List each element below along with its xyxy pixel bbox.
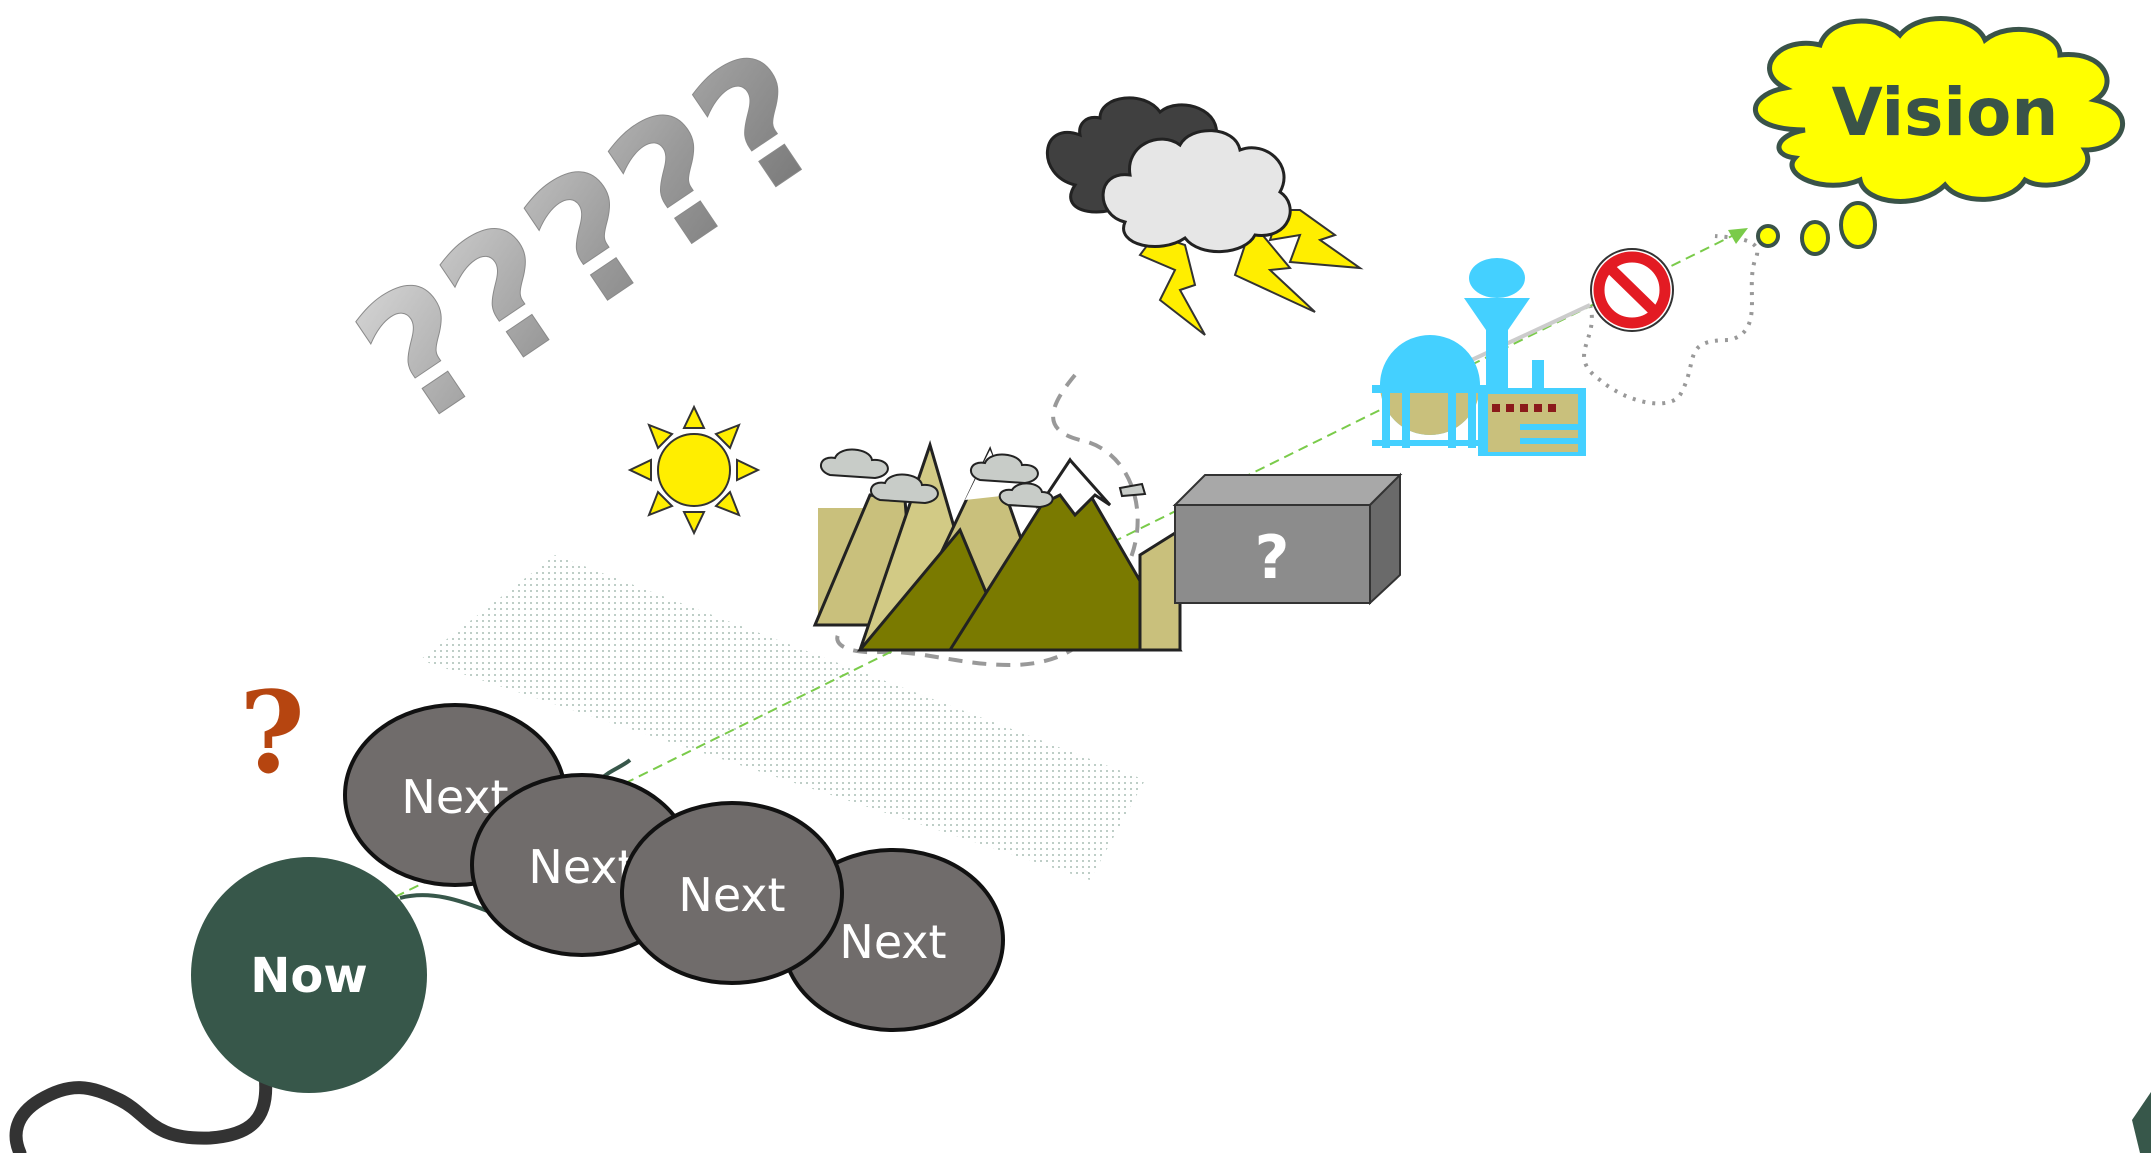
now-label: Now — [250, 948, 368, 1004]
big-question-marks: ????? — [325, 13, 859, 465]
no-entry-icon — [1591, 249, 1673, 331]
box-icon: ? — [1175, 475, 1400, 603]
storm-cloud-icon — [1047, 98, 1360, 335]
sun-icon — [630, 407, 758, 533]
corner-fragment — [2132, 1092, 2151, 1153]
now-step: Now — [191, 857, 427, 1093]
next-step-3-label: Next — [678, 868, 785, 922]
box-question-mark: ? — [1255, 523, 1290, 593]
vision-label: Vision — [1832, 74, 2059, 151]
small-question-mark: ? — [239, 668, 305, 799]
squiggle-tail — [16, 1075, 266, 1153]
next-step-4: Next — [622, 803, 842, 983]
thought-cloud-icon: Vision — [1755, 19, 2122, 254]
next-step-4-label: Next — [839, 915, 946, 969]
next-step-2-label: Next — [528, 840, 635, 894]
